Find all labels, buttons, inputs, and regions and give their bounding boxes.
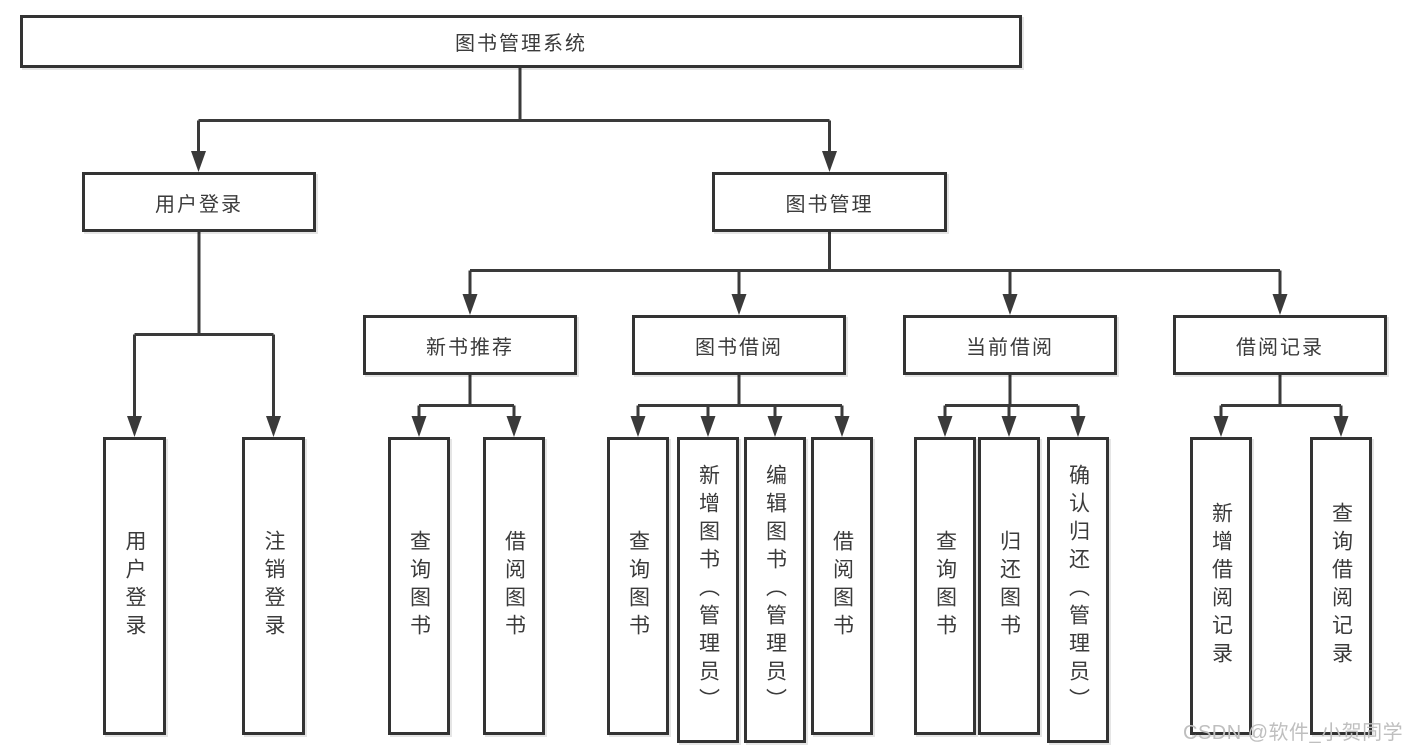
leaf-confirm-return-admin: 确认归还（管理员） <box>1047 437 1109 743</box>
leaf-borrowing-borrow-books: 借阅图书 <box>811 437 873 735</box>
node-user-login: 用户登录 <box>82 172 316 232</box>
leaf-return-books: 归还图书 <box>978 437 1040 735</box>
node-library-management-system: 图书管理系统 <box>20 15 1022 68</box>
leaf-user-login: 用户登录 <box>103 437 166 735</box>
node-borrowing-records: 借阅记录 <box>1173 315 1387 375</box>
node-current-borrowing: 当前借阅 <box>903 315 1117 375</box>
node-new-book-recommend: 新书推荐 <box>363 315 577 375</box>
node-book-management: 图书管理 <box>712 172 947 232</box>
node-book-borrowing: 图书借阅 <box>632 315 846 375</box>
leaf-borrowing-query-books: 查询图书 <box>607 437 669 735</box>
leaf-recommend-borrow-books: 借阅图书 <box>483 437 545 735</box>
leaf-logout: 注销登录 <box>242 437 305 735</box>
leaf-recommend-query-books: 查询图书 <box>388 437 450 735</box>
leaf-query-borrow-record: 查询借阅记录 <box>1310 437 1372 735</box>
leaf-add-books-admin: 新增图书（管理员） <box>677 437 739 743</box>
leaf-edit-books-admin: 编辑图书（管理员） <box>744 437 806 743</box>
csdn-watermark: CSDN @软件_小贺同学 <box>1183 722 1404 744</box>
leaf-add-borrow-record: 新增借阅记录 <box>1190 437 1252 735</box>
leaf-current-query-books: 查询图书 <box>914 437 976 735</box>
